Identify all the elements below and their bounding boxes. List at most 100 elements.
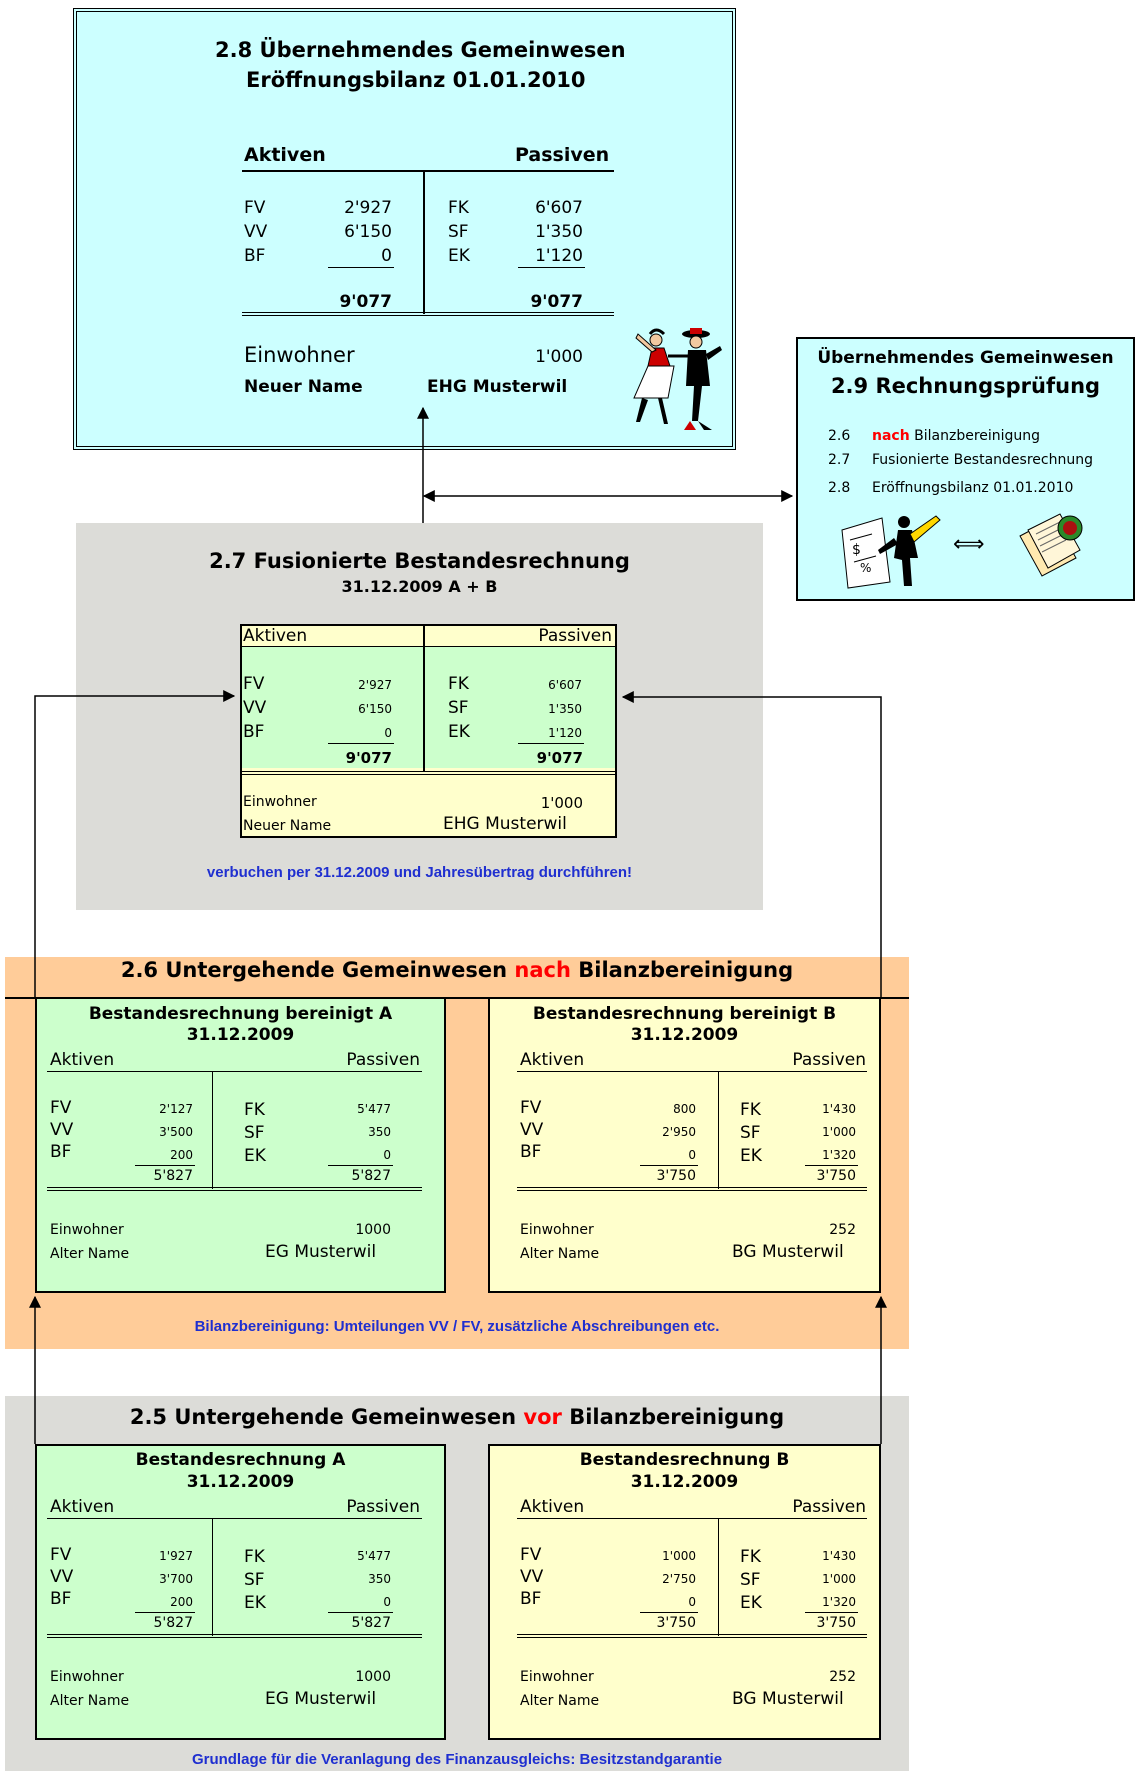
s28-left-label: VV <box>244 222 268 242</box>
s26-b-left-label: VV <box>520 1120 544 1140</box>
s27-header-rule <box>240 646 617 647</box>
s25-a-right-value: 350 <box>368 1572 391 1586</box>
s26-a-right-value: 0 <box>383 1148 391 1162</box>
s26-title-rule <box>5 997 909 999</box>
s26-a-right-value: 350 <box>368 1125 391 1139</box>
s25-b-passiven: Passiven <box>792 1497 866 1517</box>
s28-left-label: BF <box>244 246 266 266</box>
s26-a-einwohner-label: Einwohner <box>50 1222 124 1238</box>
s25-a-card <box>35 1444 446 1740</box>
s27-total-rule-2 <box>240 774 617 775</box>
s26-a-right-label: EK <box>244 1146 266 1166</box>
s29-item-num: 2.8 <box>828 480 851 496</box>
s25-a-name-value: EG Musterwil <box>265 1689 377 1709</box>
s25-b-einwohner-label: Einwohner <box>520 1669 594 1685</box>
s27-total-left: 9'077 <box>345 749 392 767</box>
s25-b-left-value: 0 <box>688 1595 696 1609</box>
s27-einwohner-label: Einwohner <box>243 794 317 810</box>
s25-title: 2.5 Untergehende Gemeinwesen vor Bilanzb… <box>5 1405 909 1429</box>
s26-b-passiven: Passiven <box>792 1050 866 1070</box>
s26-b-aktiven: Aktiven <box>520 1050 585 1070</box>
s26-b-total-rule-2 <box>517 1190 867 1191</box>
s28-right-label: FK <box>448 198 469 218</box>
s25-b-right-label: EK <box>740 1593 762 1613</box>
s26-b-einwohner-label: Einwohner <box>520 1222 594 1238</box>
s25-b-aktiven: Aktiven <box>520 1497 585 1517</box>
s25-a-right-value: 5'477 <box>357 1549 391 1563</box>
s25-a-right-sum-rule <box>328 1612 393 1613</box>
s26-a-left-label: VV <box>50 1120 74 1140</box>
s26-a-date: 31.12.2009 <box>186 1025 295 1045</box>
s27-center-divider <box>423 624 425 771</box>
s26-b-card <box>488 997 881 1293</box>
s26-b-total-right: 3'750 <box>816 1168 856 1184</box>
s26-b-right-value: 1'000 <box>822 1125 856 1139</box>
s25-b-left-value: 1'000 <box>662 1549 696 1563</box>
s25-a-einwohner-label: Einwohner <box>50 1669 124 1685</box>
s29-item-label: Bilanzbereinigung <box>909 428 1041 444</box>
s28-total-left: 9'077 <box>339 292 392 312</box>
svg-text:%: % <box>860 561 871 575</box>
s28-name-value: EHG Musterwil <box>427 377 568 397</box>
s27-aktiven-header: Aktiven <box>243 626 308 646</box>
s29-item-text: Fusionierte Bestandesrechnung <box>872 452 1093 468</box>
s27-einwohner-value: 1'000 <box>540 794 583 812</box>
s25-a-right-label: SF <box>244 1570 265 1590</box>
dancers-clipart-icon <box>633 328 722 430</box>
s26-b-name-value: BG Musterwil <box>732 1242 844 1262</box>
section-2-8-panel <box>73 8 736 450</box>
s25-b-total-left: 3'750 <box>656 1615 696 1631</box>
s26-b-left-label: BF <box>520 1142 542 1162</box>
s25-a-left-value: 200 <box>170 1595 193 1609</box>
s26-a-title: Bestandesrechnung bereinigt A <box>88 1004 393 1024</box>
s26-b-name-label: Alter Name <box>520 1246 600 1262</box>
s26-title-post: Bilanzbereinigung <box>570 958 794 982</box>
s25-a-total-right: 5'827 <box>351 1615 391 1631</box>
s26-a-passiven: Passiven <box>346 1050 420 1070</box>
s28-aktiven-header: Aktiven <box>244 144 326 166</box>
s25-a-title: Bestandesrechnung A <box>135 1450 346 1470</box>
s29-item-text: nach Bilanzbereinigung <box>872 428 1040 444</box>
s25-b-left-label: BF <box>520 1589 542 1609</box>
s28-center-divider <box>423 170 425 314</box>
s26-a-card <box>35 997 446 1293</box>
s25-a-header-rule <box>47 1518 422 1519</box>
s25-a-passiven: Passiven <box>346 1497 420 1517</box>
s26-note: Bilanzbereinigung: Umteilungen VV / FV, … <box>194 1318 720 1335</box>
s26-b-total-left: 3'750 <box>656 1168 696 1184</box>
arrow-26b-to-27 <box>621 691 882 997</box>
s28-left-value: 6'150 <box>344 222 392 242</box>
s26-a-right-sum-rule <box>328 1165 393 1166</box>
s26-b-left-value: 2'950 <box>662 1125 696 1139</box>
s26-title: 2.6 Untergehende Gemeinwesen nach Bilanz… <box>5 958 909 982</box>
s29-item-num: 2.6 <box>828 428 851 444</box>
s26-b-header-rule <box>517 1071 867 1072</box>
s25-a-total-left: 5'827 <box>153 1615 193 1631</box>
s25-b-left-value: 2'750 <box>662 1572 696 1586</box>
s25-b-right-value: 1'000 <box>822 1572 856 1586</box>
s25-a-left-label: BF <box>50 1589 72 1609</box>
s27-right-sum-rule <box>518 743 584 744</box>
s28-right-value: 1'120 <box>535 246 583 266</box>
s26-a-left-label: BF <box>50 1142 72 1162</box>
s25-b-right-value: 1'430 <box>822 1549 856 1563</box>
s29-item-text: Eröffnungsbilanz 01.01.2010 <box>872 480 1074 496</box>
s26-a-einwohner-value: 1000 <box>355 1222 391 1238</box>
s28-right-sum-rule <box>518 267 585 268</box>
s25-b-right-label: SF <box>740 1570 761 1590</box>
s26-b-center-divider <box>718 1071 719 1189</box>
s26-a-right-value: 5'477 <box>357 1102 391 1116</box>
s26-b-right-sum-rule <box>805 1165 858 1166</box>
s28-einwohner-value: 1'000 <box>535 347 583 367</box>
s25-a-right-value: 0 <box>383 1595 391 1609</box>
s26-a-left-sum-rule <box>135 1165 195 1166</box>
s25-b-name-value: BG Musterwil <box>732 1689 844 1709</box>
s25-a-aktiven: Aktiven <box>50 1497 115 1517</box>
s25-b-title: Bestandesrechnung B <box>579 1450 790 1470</box>
s27-total-right: 9'077 <box>536 749 583 767</box>
s25-title-post: Bilanzbereinigung <box>561 1405 785 1429</box>
s27-name-value: EHG Musterwil <box>443 814 567 834</box>
s28-name-label: Neuer Name <box>244 377 363 397</box>
s25-a-right-label: FK <box>244 1547 265 1567</box>
s27-left-value: 0 <box>384 726 392 740</box>
